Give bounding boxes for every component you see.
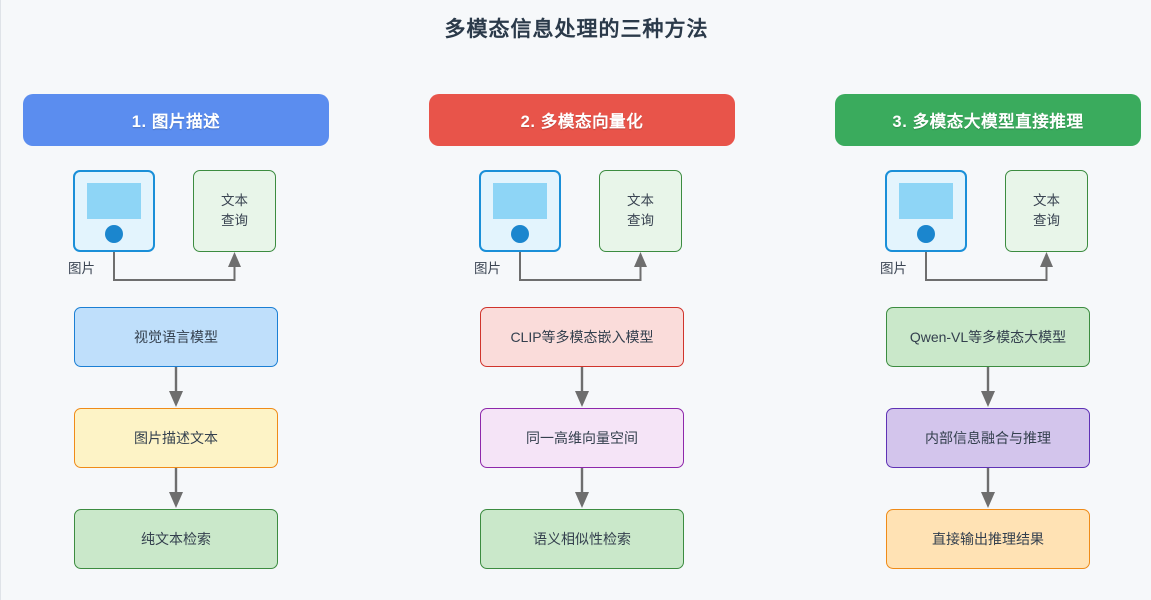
- flow-arrow-1-2: [23, 468, 329, 509]
- image-input-label-2: 图片: [473, 257, 502, 277]
- text-query-line2-3: 查询: [1033, 213, 1060, 228]
- flow-arrow-3-1: [835, 367, 1141, 408]
- flow-arrow-2-1: [429, 367, 735, 408]
- text-query-line2-2: 查询: [627, 213, 654, 228]
- flow-step-3-3[interactable]: 直接输出推理结果: [886, 509, 1090, 569]
- image-icon-dot: [511, 225, 529, 243]
- image-picture-icon: [479, 170, 561, 252]
- inputs-row-1: 图片 文本 查询: [23, 170, 329, 295]
- inputs-row-2: 图片 文本 查询: [429, 170, 735, 295]
- image-icon-screen: [899, 183, 953, 219]
- flow-step-3-2[interactable]: 内部信息融合与推理: [886, 408, 1090, 468]
- image-icon-dot: [105, 225, 123, 243]
- flow-step-2-2[interactable]: 同一高维向量空间: [480, 408, 684, 468]
- flow-3: Qwen-VL等多模态大模型 内部信息融合与推理 直接输出推理结果: [835, 307, 1141, 569]
- text-query-box-2: 文本 查询: [599, 170, 682, 252]
- flow-step-2-3[interactable]: 语义相似性检索: [480, 509, 684, 569]
- text-query-box-3: 文本 查询: [1005, 170, 1088, 252]
- image-picture-icon: [885, 170, 967, 252]
- flow-step-1-1[interactable]: 视觉语言模型: [74, 307, 278, 367]
- text-query-box-1: 文本 查询: [193, 170, 276, 252]
- image-icon-screen: [87, 183, 141, 219]
- flow-step-1-2[interactable]: 图片描述文本: [74, 408, 278, 468]
- text-query-line2-1: 查询: [221, 213, 248, 228]
- flow-step-1-3[interactable]: 纯文本检索: [74, 509, 278, 569]
- inputs-row-3: 图片 文本 查询: [835, 170, 1141, 295]
- flow-1: 视觉语言模型 图片描述文本 纯文本检索: [23, 307, 329, 569]
- method-column-1: 1. 图片描述 图片 文本 查询 视觉语言模型 图片描述文本: [23, 94, 329, 569]
- flow-step-2-1[interactable]: CLIP等多模态嵌入模型: [480, 307, 684, 367]
- text-query-line1-2: 文本: [627, 193, 654, 209]
- column-header-1[interactable]: 1. 图片描述: [23, 94, 329, 146]
- column-header-3[interactable]: 3. 多模态大模型直接推理: [835, 94, 1141, 146]
- image-icon-dot: [917, 225, 935, 243]
- image-input-label-3: 图片: [879, 257, 908, 277]
- text-query-line1-3: 文本: [1033, 193, 1060, 209]
- image-picture-icon: [73, 170, 155, 252]
- page-title: 多模态信息处理的三种方法: [444, 18, 709, 41]
- image-input-label-1: 图片: [67, 257, 96, 277]
- column-header-2[interactable]: 2. 多模态向量化: [429, 94, 735, 146]
- flow-arrow-3-2: [835, 468, 1141, 509]
- flow-step-3-1[interactable]: Qwen-VL等多模态大模型: [886, 307, 1090, 367]
- flow-arrow-2-2: [429, 468, 735, 509]
- flow-2: CLIP等多模态嵌入模型 同一高维向量空间 语义相似性检索: [429, 307, 735, 569]
- image-icon-screen: [493, 183, 547, 219]
- method-column-3: 3. 多模态大模型直接推理 图片 文本 查询 Qwen-VL等多模态大模型 内部…: [835, 94, 1141, 569]
- method-column-2: 2. 多模态向量化 图片 文本 查询 CLIP等多模态嵌入模型 同一高维向量空间: [429, 94, 735, 569]
- text-query-line1-1: 文本: [221, 193, 248, 209]
- flow-arrow-1-1: [23, 367, 329, 408]
